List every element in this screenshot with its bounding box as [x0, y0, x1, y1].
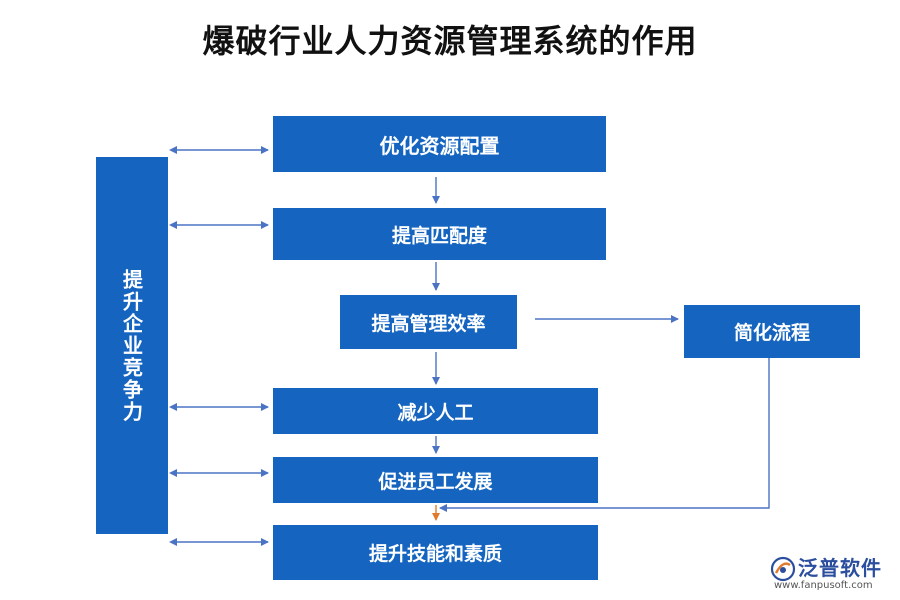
step-label: 提升技能和素质 [368, 543, 502, 565]
watermark-logo: 泛普软件 www.fanpusoft.com [770, 552, 894, 596]
step-box-employee-development: 促进员工发展 [273, 457, 598, 503]
side-box-label: 提升企业竞争力 [119, 268, 144, 423]
branch-box-simplify-process: 简化流程 [684, 305, 860, 358]
step-label: 减少人工 [397, 401, 474, 424]
branch-label: 简化流程 [733, 322, 810, 344]
step-label: 提高匹配度 [391, 224, 487, 247]
side-box-competitiveness: 提升企业竞争力 [96, 157, 168, 534]
step-label: 促进员工发展 [378, 470, 493, 493]
step-box-optimize-resources: 优化资源配置 [273, 116, 606, 172]
fanpu-logo-icon [770, 556, 796, 582]
step-box-improve-efficiency: 提高管理效率 [340, 295, 517, 349]
step-label: 优化资源配置 [379, 133, 500, 158]
watermark-url: www.fanpusoft.com [774, 580, 873, 591]
step-box-skills-quality: 提升技能和素质 [273, 525, 598, 580]
diagram-title: 爆破行业人力资源管理系统的作用 [202, 22, 698, 60]
watermark-brand: 泛普软件 [798, 556, 882, 580]
step-label: 提高管理效率 [371, 312, 486, 335]
step-box-reduce-labor: 减少人工 [273, 388, 598, 434]
step-box-improve-matching: 提高匹配度 [273, 208, 606, 260]
